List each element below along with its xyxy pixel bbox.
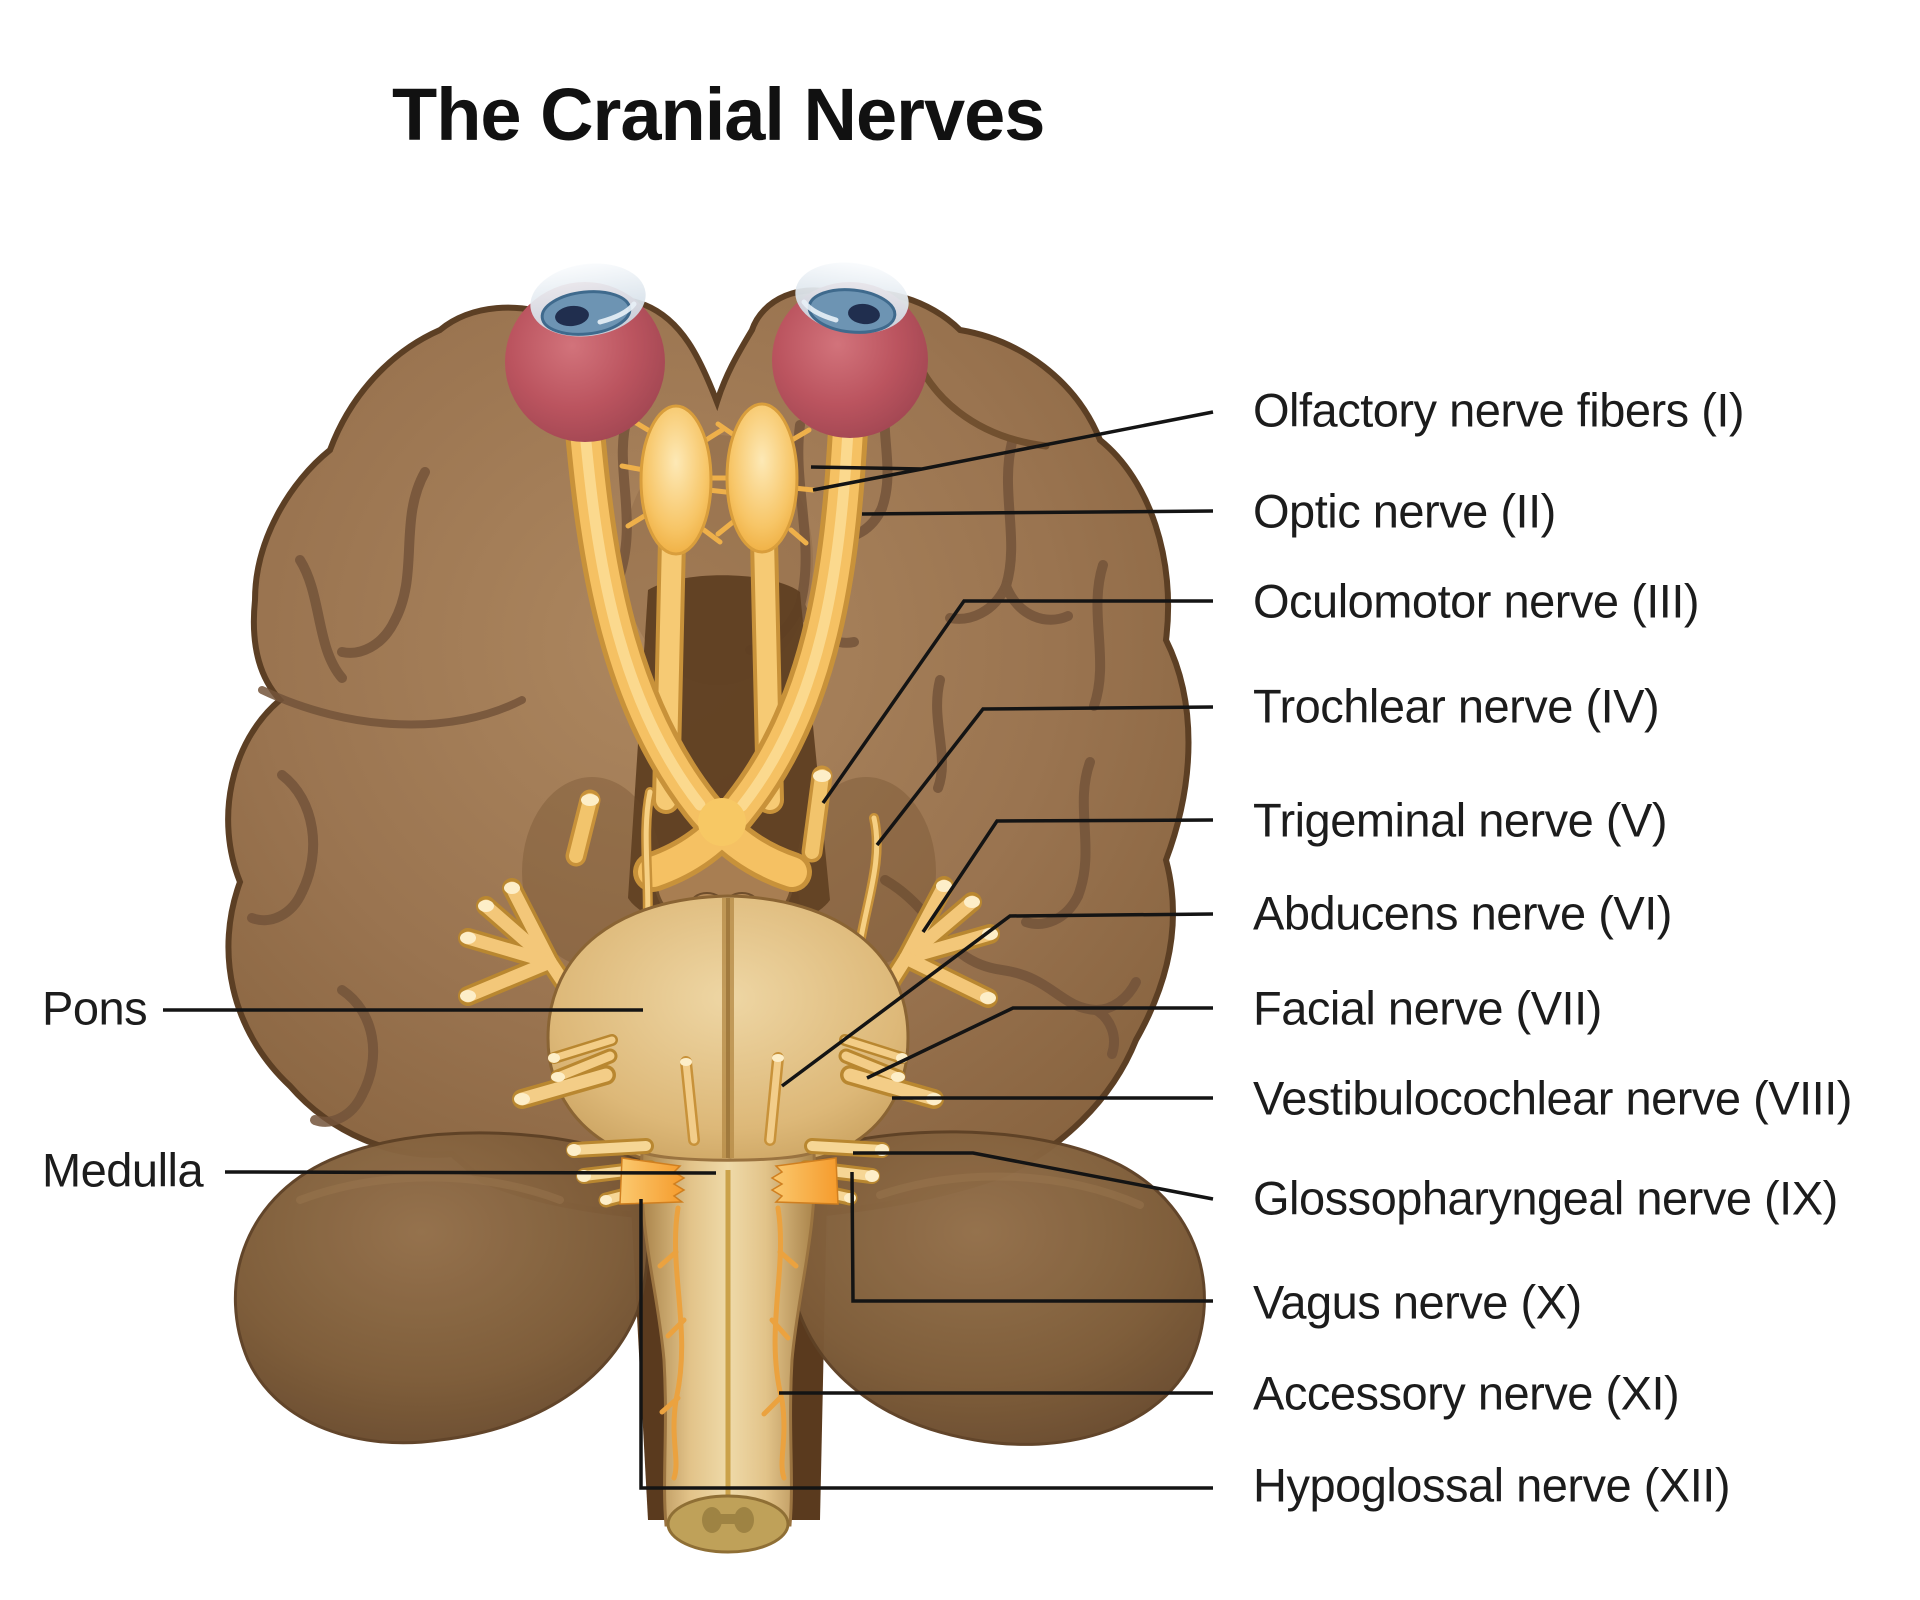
leader-line-olfactory xyxy=(810,410,1214,492)
leader-line-medulla xyxy=(224,1170,717,1175)
leader-line-trochlear xyxy=(875,705,1214,847)
olfactory-bulb-right xyxy=(725,402,799,554)
olfactory-bulb-left xyxy=(639,404,713,556)
oculomotor-nerves xyxy=(565,765,833,867)
leader-line-vagus xyxy=(850,1171,1213,1303)
leader-line-optic xyxy=(861,509,1214,516)
medulla-shape xyxy=(640,1149,816,1554)
leader-line-glossopharyngeal xyxy=(853,1151,1214,1201)
abducens-nerves xyxy=(680,1052,784,1146)
iris-highlight-left xyxy=(597,301,637,325)
label-vagus-nerve-x: Vagus nerve (X) xyxy=(1253,1275,1582,1329)
label-optic-nerve-ii: Optic nerve (II) xyxy=(1253,484,1556,538)
label-hypoglossal-nerve-xii: Hypoglossal nerve (XII) xyxy=(1253,1458,1730,1512)
diagram-title: The Cranial Nerves xyxy=(392,73,1045,156)
cerebellum-left xyxy=(233,1131,651,1445)
label-accessory-nerve-xi: Accessory nerve (XI) xyxy=(1253,1366,1680,1420)
facial-vestibulocochlear-nerves xyxy=(512,1034,944,1109)
label-pons: Pons xyxy=(42,981,148,1035)
accessory-nerve-rootlets xyxy=(657,1205,799,1481)
rootlet-fans xyxy=(619,1157,839,1205)
iris-highlight-right xyxy=(801,299,839,323)
eye-right xyxy=(772,262,928,438)
cerebellum-highlights xyxy=(296,1172,1144,1209)
label-glossopharyngeal-nerve-ix: Glossopharyngeal nerve (IX) xyxy=(1253,1171,1838,1225)
leader-line-abducens xyxy=(780,912,1214,1088)
label-trochlear-nerve-iv: Trochlear nerve (IV) xyxy=(1253,679,1660,733)
leader-line-facial xyxy=(866,1006,1213,1080)
optic-nerves xyxy=(564,400,868,892)
gray-matter-butterfly xyxy=(702,1507,754,1533)
label-abducens-nerve-vi: Abducens nerve (VI) xyxy=(1253,886,1672,940)
label-medulla: Medulla xyxy=(42,1143,204,1197)
label-facial-nerve-vii: Facial nerve (VII) xyxy=(1253,981,1602,1035)
leader-line-oculomotor xyxy=(821,599,1213,805)
pupil-left xyxy=(555,305,589,327)
trigeminal-nerves xyxy=(458,876,1000,1014)
label-trigeminal-nerve-v: Trigeminal nerve (V) xyxy=(1253,793,1668,847)
olfactory-bulbs xyxy=(619,402,816,556)
label-vestibulocochlear-nerve-viii: Vestibulocochlear nerve (VIII) xyxy=(1253,1071,1852,1125)
eye-left xyxy=(505,263,665,442)
pupil-right xyxy=(848,303,880,325)
label-oculomotor-nerve-iii: Oculomotor nerve (III) xyxy=(1253,574,1700,628)
leader-line-hypoglossal xyxy=(639,1199,1213,1490)
label-olfactory-nerve-fibers-i: Olfactory nerve fibers (I) xyxy=(1253,383,1745,437)
leader-line-trigeminal xyxy=(921,818,1214,933)
cortical-sulci xyxy=(247,331,1141,1127)
